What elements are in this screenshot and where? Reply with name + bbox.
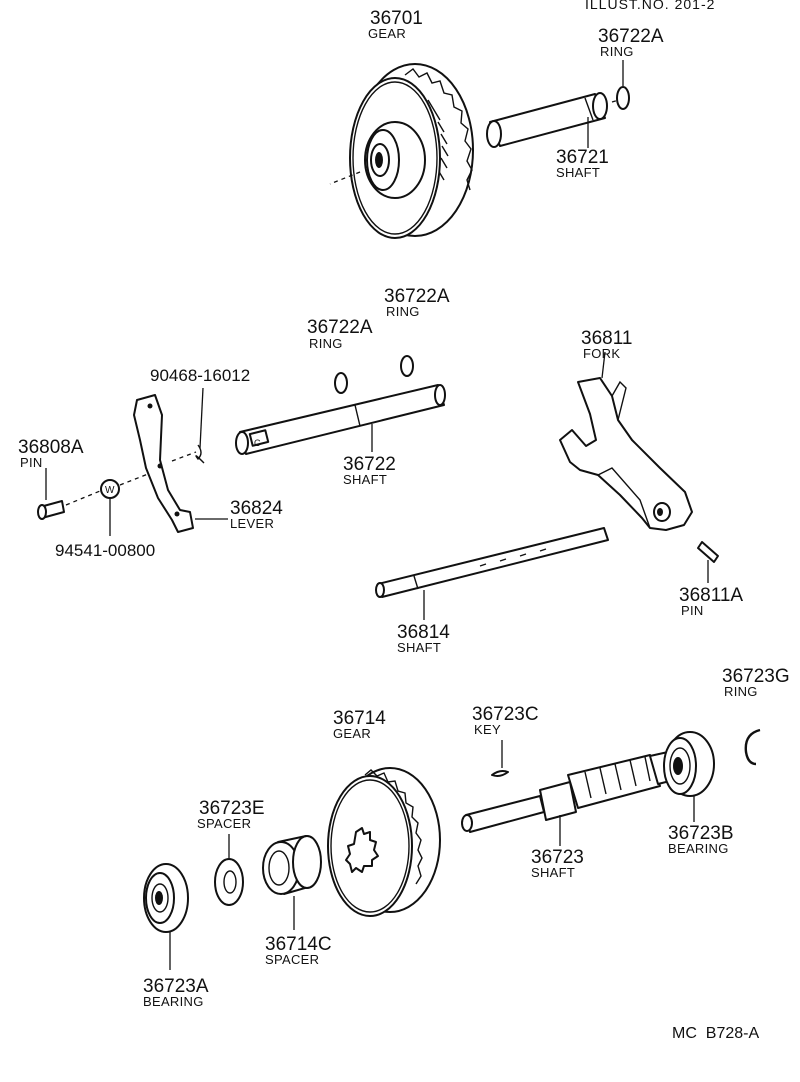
part-name-36714C: SPACER — [265, 952, 319, 967]
ring-36722A-top — [616, 86, 630, 110]
diagram-code: MC B728-A — [672, 1025, 759, 1042]
part-name-36701: GEAR — [368, 26, 406, 41]
part-number-36723G: 36723G — [722, 666, 790, 687]
gear-36701 — [329, 63, 474, 239]
illustration-number-header: ILLUST.NO. 201-2 — [585, 0, 715, 12]
part-name-36811: FORK — [583, 346, 620, 361]
part-number-36722A-left: 36722A — [307, 317, 373, 338]
key-36723C — [491, 770, 509, 777]
part-number-36722A-right: 36722A — [384, 286, 450, 307]
part-name-36723E: SPACER — [197, 816, 251, 831]
part-name-36722A-left: RING — [309, 336, 343, 351]
shaft-36722: C — [235, 384, 446, 455]
ring-36723G — [744, 728, 761, 766]
part-number-36723C: 36723C — [472, 704, 539, 725]
part-number-36814: 36814 — [397, 622, 450, 643]
ring-36722A-left — [334, 372, 348, 394]
gear-36714 — [327, 767, 441, 917]
shaft-36723 — [461, 751, 675, 833]
part-number-36721: 36721 — [556, 147, 609, 168]
part-number-36722A-top: 36722A — [598, 26, 664, 47]
svg-text:W: W — [105, 485, 115, 496]
part-number-36723A: 36723A — [143, 976, 209, 997]
lever-36824 — [65, 394, 197, 533]
part-name-36723A: BEARING — [143, 994, 204, 1009]
part-name-36723C: KEY — [474, 722, 501, 737]
part-name-36722A-right: RING — [386, 304, 420, 319]
part-name-36723B: BEARING — [668, 841, 729, 856]
part-number-36714: 36714 — [333, 708, 386, 729]
shaft-36814 — [375, 527, 609, 598]
part-number-36714C: 36714C — [265, 934, 332, 955]
pin-36808A — [37, 500, 65, 520]
part-number-36722: 36722 — [343, 454, 396, 475]
part-number-36811A: 36811A — [679, 585, 743, 606]
clip-90468-16012 — [195, 387, 205, 464]
part-number-36723B: 36723B — [668, 823, 734, 844]
part-number-36808A: 36808A — [18, 437, 84, 458]
spacer-36723E — [214, 858, 244, 906]
part-name-36811A: PIN — [681, 603, 704, 618]
part-number-36824: 36824 — [230, 498, 283, 519]
washer-94541-00800: W — [100, 479, 120, 499]
part-name-36723G: RING — [724, 684, 758, 699]
ring-36722A-right — [400, 355, 414, 377]
part-name-36721: SHAFT — [556, 165, 600, 180]
part-name-36814: SHAFT — [397, 640, 441, 655]
part-name-36714: GEAR — [333, 726, 371, 741]
bearing-36723B — [663, 731, 715, 797]
svg-text:C: C — [254, 438, 261, 448]
part-number-36701: 36701 — [370, 8, 423, 29]
part-number-36723: 36723 — [531, 847, 584, 868]
part-name-36723: SHAFT — [531, 865, 575, 880]
part-number-90468-16012: 90468-16012 — [150, 366, 250, 385]
part-name-36722A-top: RING — [600, 44, 634, 59]
part-number-94541-00800: 94541-00800 — [55, 541, 155, 560]
pin-36811A — [697, 541, 719, 583]
part-name-36808A: PIN — [20, 455, 43, 470]
part-number-36811: 36811 — [581, 328, 632, 349]
fork-36811 — [559, 351, 693, 531]
shaft-36721 — [486, 92, 623, 148]
part-name-36722: SHAFT — [343, 472, 387, 487]
part-number-36723E: 36723E — [199, 798, 265, 819]
part-name-36824: LEVER — [230, 516, 274, 531]
bearing-36723A — [143, 863, 189, 933]
spacer-36714C — [262, 835, 322, 895]
